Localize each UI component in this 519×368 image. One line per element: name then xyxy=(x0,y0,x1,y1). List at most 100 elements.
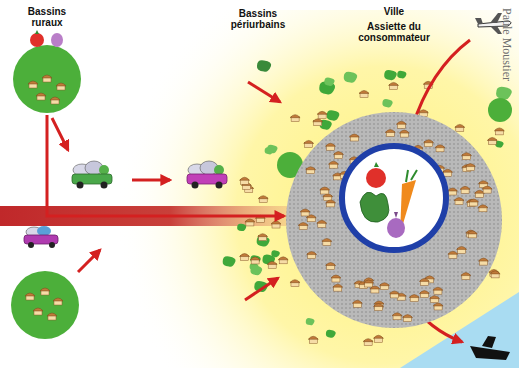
hut xyxy=(448,251,458,258)
hut xyxy=(308,336,318,343)
green-patch xyxy=(271,250,280,257)
hut xyxy=(373,304,383,311)
truck xyxy=(24,226,58,248)
hut xyxy=(317,111,327,118)
hut xyxy=(306,167,316,174)
periurban-glow xyxy=(120,10,519,368)
truck xyxy=(72,161,112,189)
hut xyxy=(290,115,300,122)
hut xyxy=(433,303,443,310)
green-patch xyxy=(265,147,274,154)
hut xyxy=(461,273,471,280)
hut xyxy=(373,335,383,342)
hut xyxy=(328,161,338,168)
hut xyxy=(250,257,260,264)
hut xyxy=(331,275,341,282)
zone-heading: Ville xyxy=(338,6,450,17)
hut xyxy=(325,143,335,150)
green-patch xyxy=(495,141,503,148)
hut xyxy=(457,246,467,253)
hut xyxy=(363,339,373,346)
tomato xyxy=(30,33,44,47)
hut xyxy=(240,254,250,261)
hut xyxy=(455,124,465,131)
city-disk xyxy=(286,112,502,328)
green-patch xyxy=(326,330,336,338)
green-patch xyxy=(397,71,406,79)
hut xyxy=(40,288,50,295)
hut xyxy=(352,300,362,307)
hut xyxy=(494,128,504,135)
hut xyxy=(419,291,429,298)
hut xyxy=(392,313,402,320)
green-patch xyxy=(257,60,271,72)
hut xyxy=(56,83,66,90)
hut xyxy=(396,121,406,128)
hut xyxy=(482,186,492,193)
hut xyxy=(323,194,333,201)
hut xyxy=(333,284,343,291)
green-patch xyxy=(250,266,262,276)
hut xyxy=(326,263,336,270)
hut xyxy=(379,283,389,290)
hut xyxy=(443,169,453,176)
hut xyxy=(460,186,470,193)
hut xyxy=(290,280,300,287)
hut xyxy=(320,187,330,194)
green-patch xyxy=(250,255,260,263)
hut xyxy=(36,93,46,100)
hut xyxy=(435,145,445,152)
hut xyxy=(42,75,52,82)
hut xyxy=(385,129,395,136)
hut xyxy=(478,258,488,265)
green-patch xyxy=(324,77,334,85)
hut xyxy=(298,222,308,229)
truck xyxy=(187,161,227,189)
hut xyxy=(433,287,443,294)
decorations xyxy=(223,60,512,345)
hut xyxy=(447,188,457,195)
rural-basin xyxy=(11,271,79,339)
city-zone: VilleAssiette du consommateur xyxy=(280,6,508,338)
hut xyxy=(424,140,434,147)
green-patch xyxy=(223,256,236,267)
hut xyxy=(430,296,440,303)
hut xyxy=(419,278,429,285)
hut xyxy=(317,220,327,227)
zone-heading: Bassins ruraux xyxy=(17,6,77,28)
hut xyxy=(240,177,250,184)
hut xyxy=(462,153,472,160)
plate xyxy=(342,146,446,250)
hut xyxy=(33,308,43,315)
green-patch xyxy=(237,224,246,231)
hut xyxy=(490,271,500,278)
hut xyxy=(349,134,359,141)
supply-connector xyxy=(47,115,284,216)
credit: Paule Moustier xyxy=(499,8,514,81)
hut xyxy=(487,137,497,144)
hut xyxy=(53,298,63,305)
basin-circle xyxy=(13,45,81,113)
boat xyxy=(470,336,510,360)
hut xyxy=(307,252,317,259)
green-patch xyxy=(257,236,270,247)
hut xyxy=(245,219,255,226)
hut xyxy=(258,196,268,203)
hut xyxy=(322,238,332,245)
rural-basin: Bassins ruraux xyxy=(4,6,90,116)
hut xyxy=(267,261,277,268)
hut xyxy=(399,130,409,137)
hut xyxy=(47,313,57,320)
green-patch xyxy=(496,87,512,100)
zone-heading: Bassins périurbains xyxy=(226,8,290,30)
green-patch xyxy=(382,99,392,107)
hut xyxy=(389,82,399,89)
hut xyxy=(403,315,413,322)
hut xyxy=(25,293,35,300)
hut xyxy=(28,81,38,88)
field xyxy=(488,98,512,122)
hut xyxy=(364,280,374,287)
hut xyxy=(389,291,399,298)
